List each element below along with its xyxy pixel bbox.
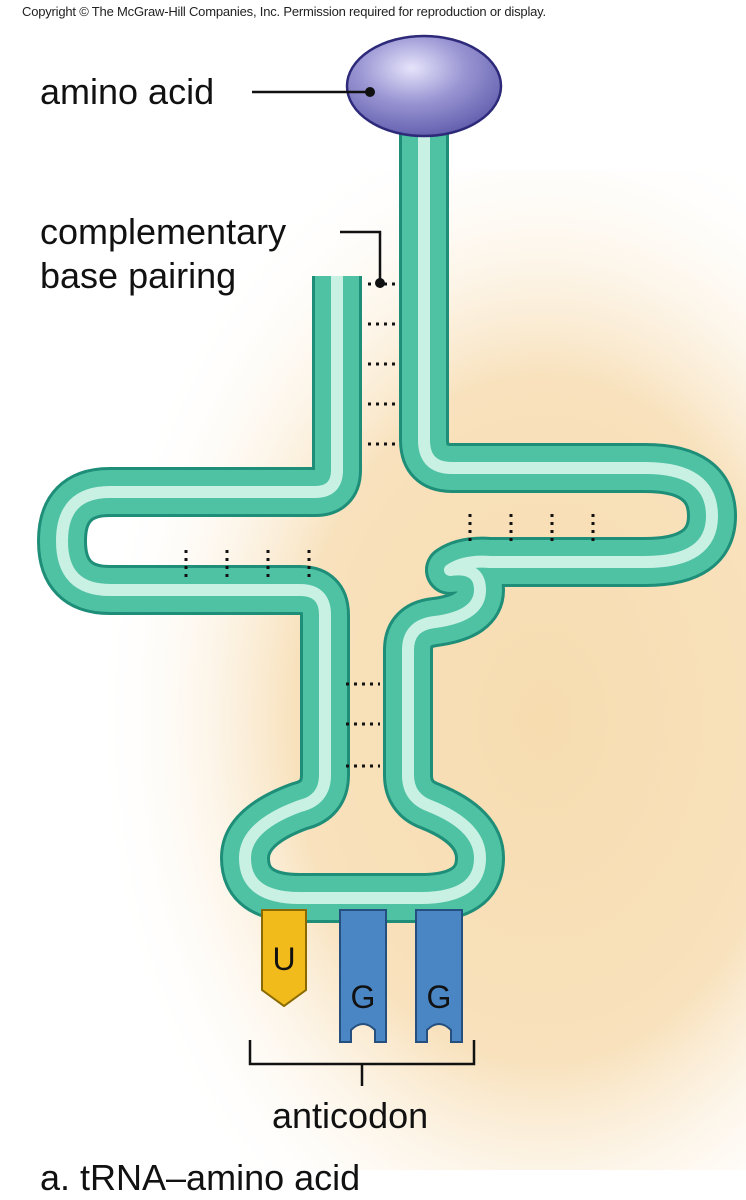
base-pairing-label: base pairing bbox=[40, 255, 237, 296]
amino-acid-label: amino acid bbox=[40, 71, 215, 112]
base-u-shape bbox=[261, 909, 307, 1008]
base-u: U bbox=[261, 909, 307, 1008]
base-g-2-shape bbox=[415, 909, 463, 1043]
base-g-1: G bbox=[339, 909, 387, 1043]
base-pairing-leader-dot bbox=[375, 278, 385, 288]
base-g-2: G bbox=[415, 909, 463, 1043]
anticodon-bracket bbox=[248, 1040, 476, 1086]
base-u-letter: U bbox=[272, 941, 295, 977]
base-g-1-letter: G bbox=[351, 979, 376, 1015]
amino-acid-molecule bbox=[345, 34, 503, 138]
base-g-1-shape bbox=[339, 909, 387, 1043]
amino-acid-leader-dot bbox=[365, 87, 375, 97]
figure-caption: a. tRNA–amino acid bbox=[40, 1157, 361, 1198]
copyright-notice: Copyright © The McGraw-Hill Companies, I… bbox=[22, 4, 546, 19]
leader-lines bbox=[252, 87, 385, 288]
trna-strand bbox=[37, 130, 737, 923]
anticodon-label: anticodon bbox=[272, 1095, 429, 1136]
complementary-label: complementary bbox=[40, 211, 287, 252]
base-g-2-letter: G bbox=[427, 979, 452, 1015]
anticodon-bases: U G G bbox=[261, 909, 463, 1043]
base-pairing-leader bbox=[340, 230, 382, 280]
trna-tube-highlight bbox=[56, 130, 718, 904]
base-pair-dots bbox=[184, 282, 595, 768]
